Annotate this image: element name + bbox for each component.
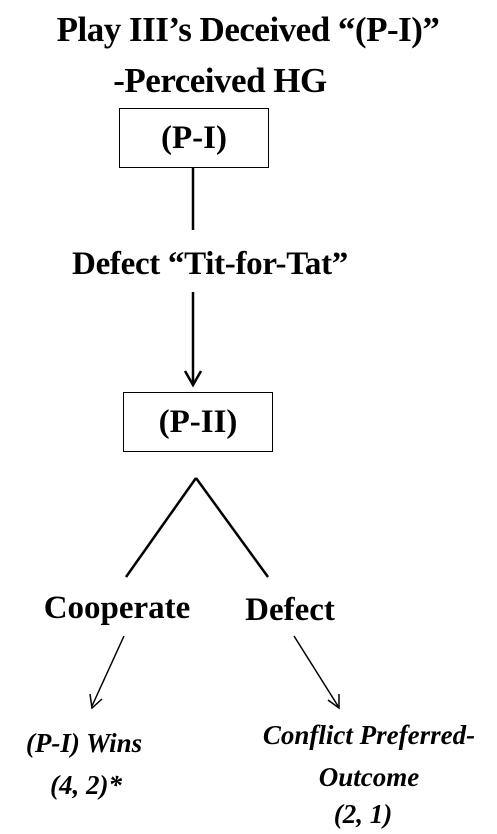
diagram-title-line-2: -Perceived HG [113, 61, 327, 100]
cooperate-outcome-line [91, 635, 125, 707]
right-outcome-label-line-1: Conflict Preferred- [262, 720, 476, 750]
right-outcome-label-line-2: Outcome [318, 762, 420, 792]
player-two-node: (P-II) [123, 392, 273, 452]
defect-branch-line [194, 477, 270, 578]
defect-label: Defect [245, 592, 335, 628]
diagram-title-line-1: Play III’s Deceived “(P-I)” [56, 10, 440, 49]
cooperate-label: Cooperate [43, 590, 191, 626]
p1-arrow-head [183, 370, 203, 388]
p1-move-label: Defect “Tit-for-Tat” [72, 246, 348, 282]
left-outcome-payoff: (4, 2)* [50, 770, 122, 800]
left-outcome-label: (P-I) Wins [25, 728, 143, 758]
cooperate-branch-line [124, 477, 198, 578]
defect-outcome-line [293, 635, 339, 707]
player-two-label: (P-II) [158, 403, 238, 440]
cooperate-outcome-arrow-head [89, 693, 103, 710]
right-outcome-payoff: (2, 1) [333, 799, 393, 829]
player-one-label: (P-I) [161, 119, 227, 156]
player-one-node: (P-I) [119, 108, 269, 168]
defect-outcome-arrow-head [327, 694, 340, 710]
